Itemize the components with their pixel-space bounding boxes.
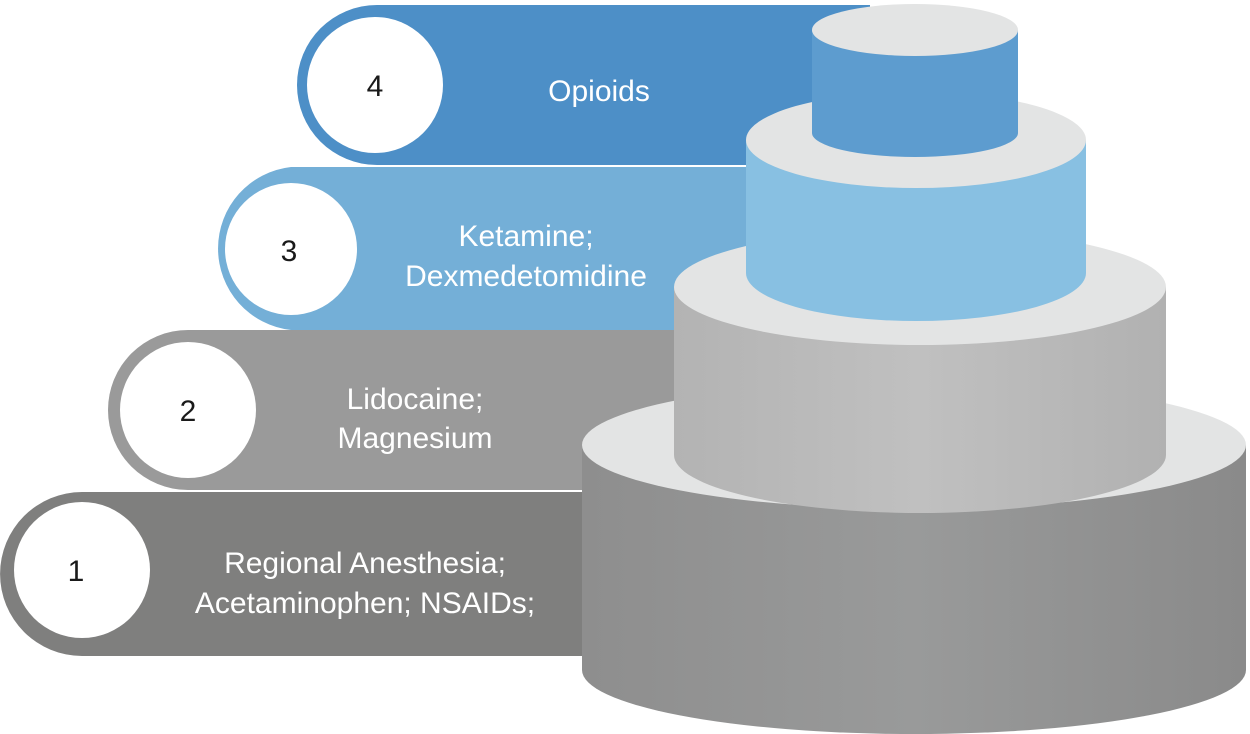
tier-3-band: 3 Ketamine; Dexmedetomidine — [218, 167, 760, 330]
tier-3-number-badge — [225, 183, 357, 315]
tier-1-label-line-2: Acetaminophen; NSAIDs; — [195, 587, 535, 620]
tier-2-number-badge — [120, 342, 256, 478]
tier-3-pill — [218, 167, 760, 330]
tier-1-pill — [0, 492, 590, 656]
tier-1-band: 1 Regional Anesthesia; Acetaminophen; NS… — [0, 492, 590, 656]
tier-1-label-line-1: Regional Anesthesia; — [224, 547, 506, 580]
stacked-cake-illustration — [582, 4, 1246, 734]
tier-1-number-badge — [14, 502, 150, 638]
tier-4-number-badge — [307, 17, 443, 153]
tier-2-label-line-1: Lidocaine; — [347, 383, 484, 416]
tier-3-label-line-1: Ketamine; — [458, 220, 593, 253]
tier-2-pill — [108, 330, 700, 490]
tier-1-number: 1 — [68, 555, 85, 588]
tier-4-label-line-1: Opioids — [548, 75, 650, 108]
cake-tier-3-side — [746, 140, 1086, 321]
tier-2-number: 2 — [180, 395, 197, 428]
cake-tier-2-side — [674, 287, 1166, 513]
tier-2-label-line-2: Magnesium — [337, 422, 492, 455]
tier-3-label-line-2: Dexmedetomidine — [405, 260, 647, 293]
tier-4-band: 4 Opioids — [297, 5, 870, 165]
tier-4-number: 4 — [367, 70, 384, 103]
tier-3-number: 3 — [281, 235, 298, 268]
tier-4-pill — [297, 5, 870, 165]
cake-tier-1-side — [582, 445, 1246, 734]
cake-tier-4-top — [812, 4, 1018, 56]
tier-2-band: 2 Lidocaine; Magnesium — [108, 330, 700, 490]
cake-tier-4-side — [812, 30, 1018, 157]
